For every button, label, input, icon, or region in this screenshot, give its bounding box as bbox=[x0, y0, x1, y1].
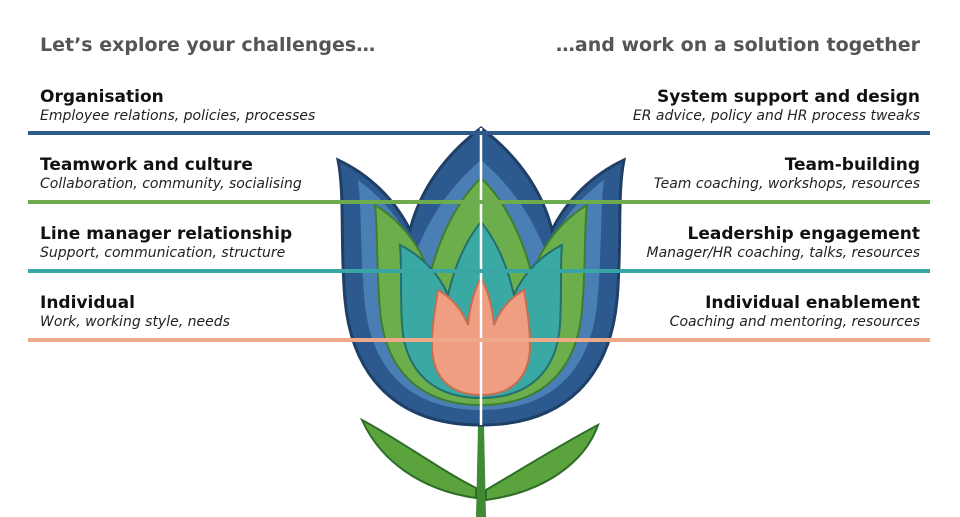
solution-subtitle-team-building: Team coaching, workshops, resources bbox=[653, 176, 920, 192]
challenge-subtitle-organisation: Employee relations, policies, processes bbox=[40, 108, 316, 124]
tulip-leaf-left bbox=[359, 417, 477, 500]
challenge-title-teamwork: Teamwork and culture bbox=[40, 155, 253, 175]
solution-subtitle-system-support: ER advice, policy and HR process tweaks bbox=[632, 108, 920, 124]
band-line-individual bbox=[28, 338, 930, 342]
band-line-teamwork bbox=[28, 200, 930, 204]
band-line-line-manager bbox=[28, 269, 930, 273]
challenge-subtitle-line-manager: Support, communication, structure bbox=[40, 245, 286, 261]
solutions-heading: …and work on a solution together bbox=[555, 34, 920, 56]
solution-title-individual-enablement: Individual enablement bbox=[705, 293, 920, 313]
solution-title-leadership: Leadership engagement bbox=[687, 224, 921, 244]
challenge-subtitle-individual: Work, working style, needs bbox=[40, 314, 230, 330]
tulip-leaf-right bbox=[485, 422, 600, 502]
solution-subtitle-leadership: Manager/HR coaching, talks, resources bbox=[646, 245, 920, 261]
tulip-stem bbox=[476, 425, 486, 517]
solution-title-team-building: Team-building bbox=[784, 155, 920, 175]
challenges-heading: Let’s explore your challenges… bbox=[40, 34, 376, 56]
challenge-title-individual: Individual bbox=[40, 293, 135, 313]
band-line-organisation bbox=[28, 131, 930, 135]
solution-title-system-support: System support and design bbox=[657, 87, 920, 107]
solution-subtitle-individual-enablement: Coaching and mentoring, resources bbox=[669, 314, 920, 330]
challenge-subtitle-teamwork: Collaboration, community, socialising bbox=[40, 176, 302, 192]
challenge-title-organisation: Organisation bbox=[40, 87, 164, 107]
challenge-title-line-manager: Line manager relationship bbox=[40, 224, 293, 244]
